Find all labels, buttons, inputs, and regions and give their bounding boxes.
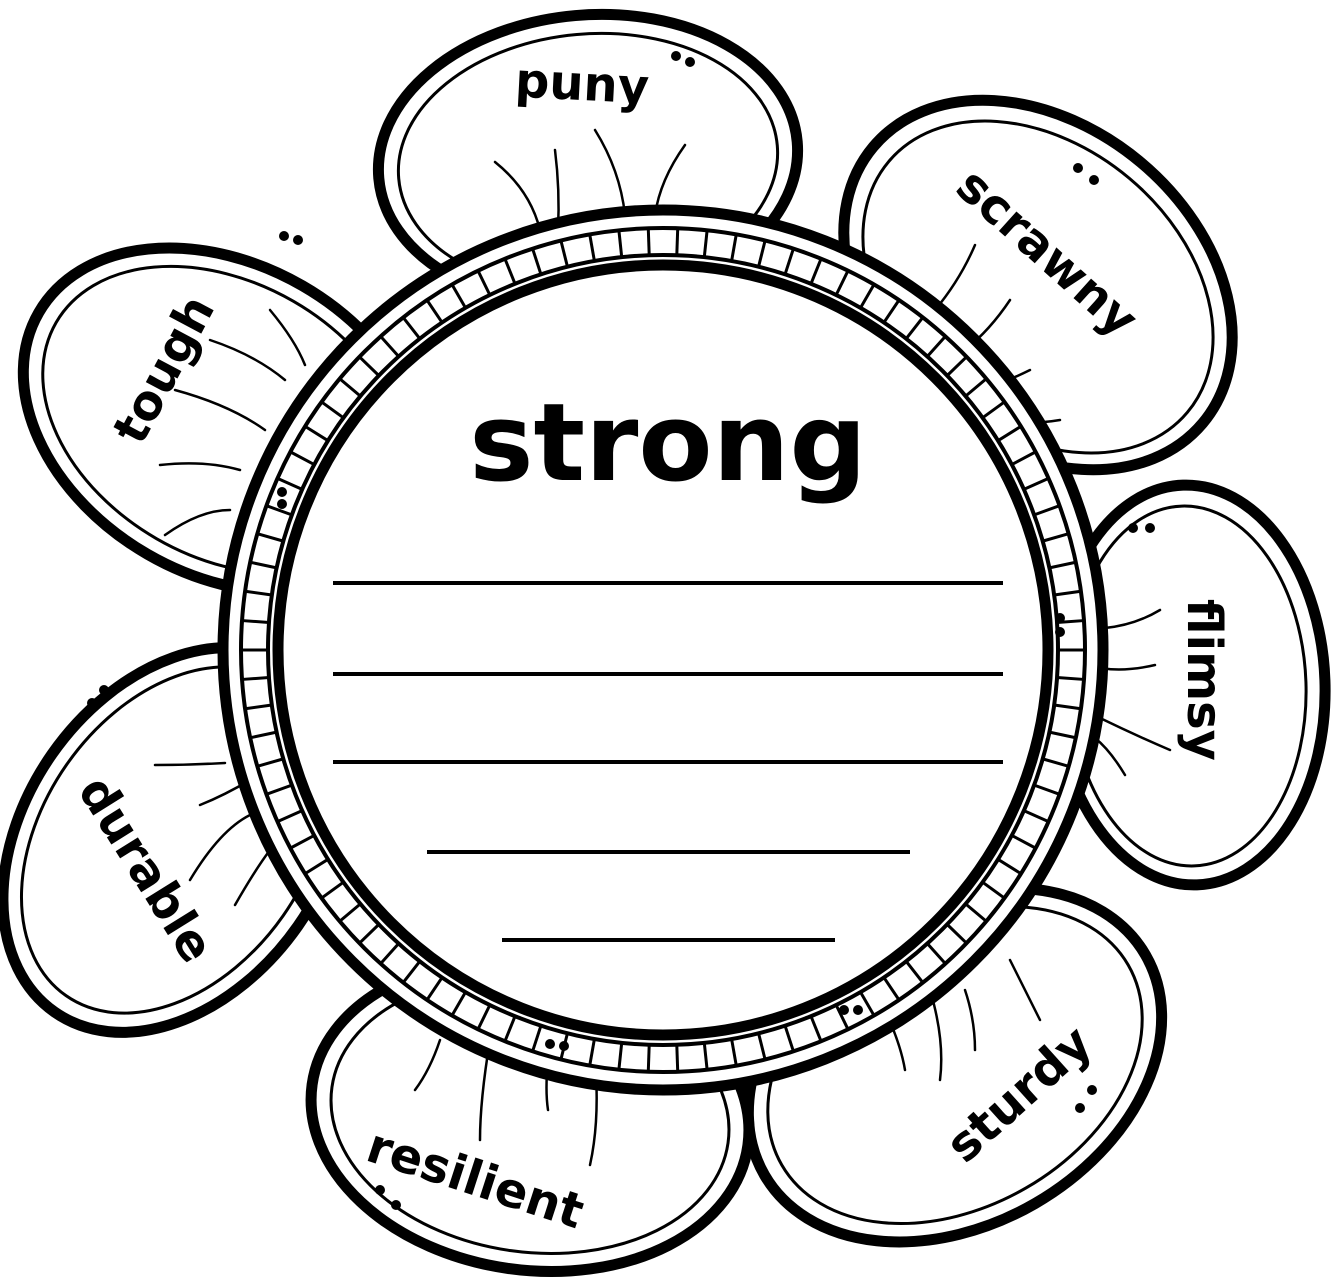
ring-tick: [1057, 678, 1084, 680]
ring-tick: [648, 1045, 649, 1072]
center-disk: [223, 210, 1103, 1090]
petal-word-puny: puny: [514, 53, 651, 116]
petal-word-flimsy: flimsy: [1176, 599, 1232, 761]
ring-tick: [677, 1045, 678, 1072]
ring-tick: [242, 678, 269, 680]
ring-tick: [677, 228, 678, 255]
ring-tick: [648, 228, 649, 255]
center-word: strong: [469, 381, 867, 506]
ring-tick: [242, 621, 269, 623]
